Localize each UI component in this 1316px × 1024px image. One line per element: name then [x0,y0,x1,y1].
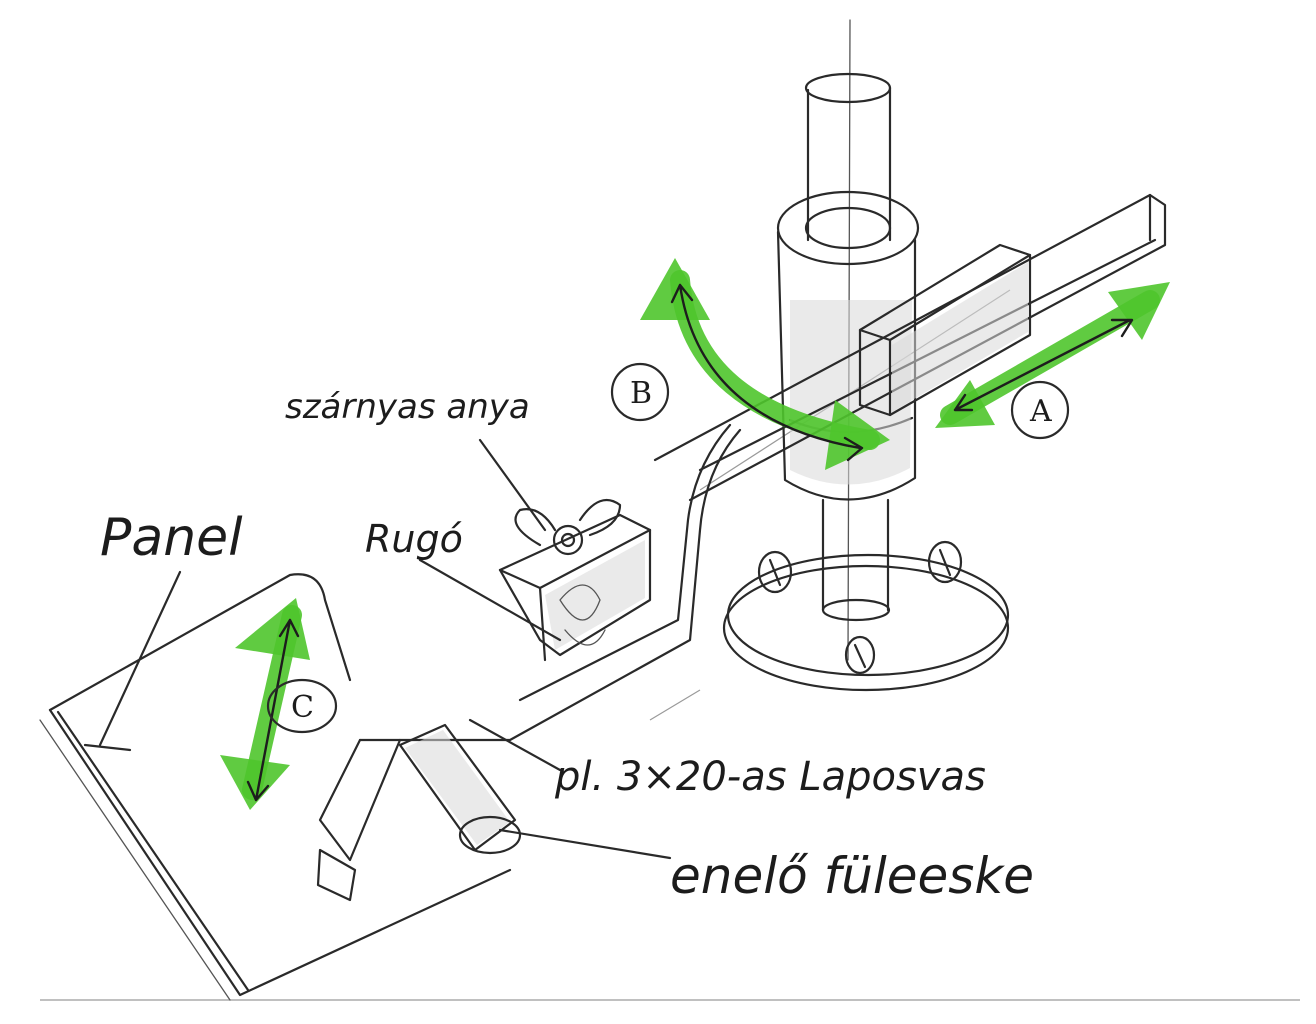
motion-marker-c: C [266,678,338,734]
motion-marker-c-label: C [291,690,314,725]
panel-plate [39,573,512,1001]
motion-arrow-c [220,598,310,810]
label-wing-nut: szárnyas anya [285,387,530,427]
motion-arrow-b [640,258,890,470]
leader-lines [83,438,672,860]
wing-nut-icon [514,498,622,556]
spring-clamp [498,513,652,662]
motion-marker-a: A [1010,380,1070,440]
motion-arrow-a [935,282,1170,428]
arm-slider-block [858,243,1032,417]
motion-marker-b-label: B [630,376,652,411]
label-front-holder: enelő füleeske [670,847,1034,905]
base-plate [722,540,1010,692]
motion-marker-a-label: A [1029,394,1052,429]
label-flat-bar: pl. 3×20-as Laposvas [554,754,986,800]
flat-bar-arm [318,423,742,862]
vertical-post [804,72,892,622]
motion-marker-b: B [610,362,670,422]
front-holder [316,723,522,902]
label-spring: Rugó [365,517,463,561]
label-panel: Panel [100,508,243,568]
